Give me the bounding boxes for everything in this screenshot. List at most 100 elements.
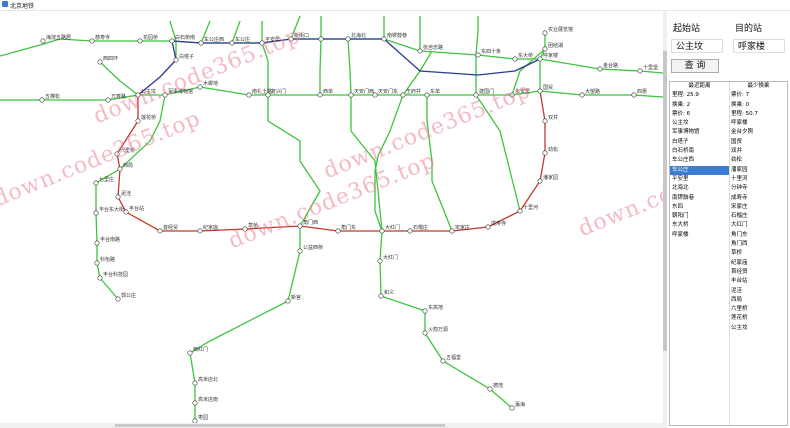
station-marker[interactable] [246,92,252,98]
station-marker[interactable] [378,293,384,299]
result-row[interactable]: 朝阳门 [672,213,689,220]
station-marker[interactable] [381,36,387,42]
station-marker[interactable] [335,228,341,234]
station-marker[interactable] [105,97,111,103]
result-row[interactable]: 里程: 25.9 [672,92,699,99]
result-row[interactable]: 车公庄西 [672,157,695,164]
horizontal-scroll-thumb[interactable] [115,424,445,427]
result-row[interactable]: 呼家楼 [672,231,689,238]
station-marker[interactable] [379,228,385,234]
result-row[interactable]: 金台夕照 [731,129,754,136]
result-row[interactable]: 公主坟 [731,324,748,331]
result-row[interactable]: 换乘: 0 [731,101,750,108]
station-marker[interactable] [345,36,351,42]
station-marker[interactable] [475,52,481,58]
station-marker[interactable] [40,38,46,44]
result-row[interactable]: 劲松 [731,157,743,164]
station-marker[interactable] [631,92,637,98]
station-marker[interactable] [449,228,455,234]
station-marker[interactable] [509,92,515,98]
station-marker[interactable] [542,46,548,52]
result-row[interactable]: 泥洼 [731,287,743,294]
station-marker[interactable] [317,92,323,98]
station-marker[interactable] [637,68,643,74]
map-vertical-scrollbar[interactable] [663,11,667,428]
station-marker[interactable] [117,166,123,172]
station-marker[interactable] [297,248,303,254]
station-marker[interactable] [135,92,141,98]
station-marker[interactable] [242,226,248,232]
result-row[interactable]: 纪家庙 [731,259,748,266]
station-marker[interactable] [229,40,235,46]
station-marker[interactable] [542,30,548,36]
station-marker[interactable] [512,56,518,62]
result-row[interactable]: 角门东 [731,231,748,238]
station-marker[interactable] [424,92,430,98]
station-marker[interactable] [407,228,413,234]
result-row[interactable]: 军事博物馆 [672,129,700,136]
result-row[interactable]: 角门西 [731,241,748,248]
station-marker[interactable] [162,92,168,98]
station-marker[interactable] [372,92,378,98]
station-marker[interactable] [297,223,303,229]
station-marker[interactable] [198,40,204,46]
result-row[interactable]: 首经贸 [731,268,748,275]
station-marker[interactable] [115,194,121,200]
station-marker[interactable] [422,308,428,314]
station-marker[interactable] [94,260,100,266]
station-marker[interactable] [197,84,203,90]
result-row[interactable]: 换乘: 2 [672,101,691,108]
result-row[interactable]: 成寿寺 [731,194,748,201]
station-marker[interactable] [89,38,95,44]
result-row[interactable]: 大红门 [731,222,748,229]
station-marker[interactable] [537,56,543,62]
station-marker[interactable] [97,275,103,281]
station-marker[interactable] [517,208,523,214]
end-station-input[interactable]: 呼家楼 [733,39,785,53]
station-marker[interactable] [137,38,143,44]
station-marker[interactable] [597,66,603,72]
query-button[interactable]: 查 询 [671,59,719,73]
result-row[interactable]: 东大桥 [672,222,689,229]
station-marker[interactable] [265,92,271,98]
station-marker[interactable] [348,92,354,98]
station-marker[interactable] [377,258,383,264]
station-marker[interactable] [542,118,548,124]
result-row[interactable]: 潘家园 [731,166,748,173]
station-marker[interactable] [94,240,100,246]
station-marker[interactable] [197,228,203,234]
result-row[interactable]: 国贸 [731,138,743,145]
result-row[interactable]: 宋家庄 [731,203,748,210]
station-marker[interactable] [169,38,175,44]
result-row[interactable]: 丰台站 [731,278,748,285]
station-marker[interactable] [318,36,324,42]
map-horizontal-scrollbar[interactable] [0,423,663,428]
result-row[interactable]: 分钟寺 [731,185,748,192]
station-marker[interactable] [285,298,291,304]
station-marker[interactable] [579,92,585,98]
result-row[interactable]: 呼家楼 [731,120,748,127]
station-marker[interactable] [473,92,479,98]
station-marker[interactable] [400,92,406,98]
station-marker[interactable] [192,400,198,406]
station-marker[interactable] [417,48,423,54]
result-row[interactable]: 双井 [731,148,743,155]
result-row[interactable]: 六里桥 [731,306,748,313]
subway-map[interactable]: 海淀五路居慈寿寺花园桥白石桥南车公庄西车公庄平安里新街口北海北南锣鼓巷张自忠路东… [0,11,663,428]
station-marker[interactable] [537,88,543,94]
station-marker[interactable] [97,59,103,65]
result-row[interactable]: 白塔子 [672,138,689,145]
result-row[interactable]: 石榴庄 [731,213,748,220]
result-row[interactable]: 公主坟 [672,120,689,127]
station-marker[interactable] [440,358,446,364]
station-marker[interactable] [187,350,193,356]
result-row[interactable]: 北海北 [672,185,689,192]
result-row[interactable]: 车公庄 [670,165,729,175]
result-row[interactable]: 票价: 7 [731,92,750,99]
station-marker[interactable] [192,380,198,386]
subway-map-canvas[interactable]: 海淀五路居慈寿寺花园桥白石桥南车公庄西车公庄平安里新街口北海北南锣鼓巷张自忠路东… [0,11,663,428]
station-marker[interactable] [485,224,491,230]
station-marker[interactable] [288,36,294,42]
result-row[interactable]: 东四 [672,203,684,210]
station-marker[interactable] [123,209,129,215]
